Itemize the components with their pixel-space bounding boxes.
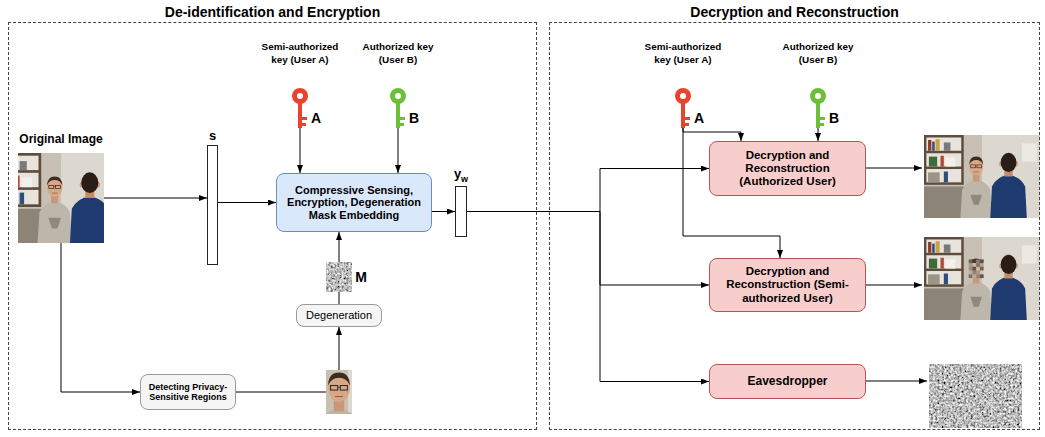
heading-wrap: s — [209, 128, 216, 143]
panel-region: Original Image s Semi-authorized key (User… — [8, 22, 537, 430]
original-photo — [0, 153, 124, 243]
output-arrow — [866, 381, 927, 382]
box-text-wrap: Compressive Sensing, Encryption, Degener… — [282, 184, 426, 222]
box-text-wrap: Degeneration — [302, 309, 376, 322]
output-arrow — [866, 285, 922, 286]
connector-arrow — [398, 128, 399, 173]
box-label: Decryption and Reconstruction (Semi-auth… — [726, 265, 849, 303]
connector-arrow — [818, 128, 819, 141]
edge-label: M — [354, 269, 368, 285]
node-label: Authorized key (User B) — [363, 41, 434, 65]
process-box: Degeneration — [296, 304, 382, 327]
edge-label-wrap: A — [693, 110, 705, 126]
connector-arrow — [467, 212, 709, 382]
output-arrow — [866, 168, 922, 169]
box-label: Detecting Privacy-Sensitive Regions — [149, 382, 228, 402]
node-label: Semi-authorized key (User A) — [645, 41, 722, 65]
key-icon — [810, 88, 826, 128]
node-label: Semi-authorized key (User A) — [262, 41, 339, 65]
box-label: Compressive Sensing, Encryption, Degener… — [287, 184, 421, 221]
connector-arrow — [61, 243, 140, 392]
connector-group — [61, 128, 818, 392]
connector-arrow — [467, 212, 709, 286]
box-text-wrap: Detecting Privacy-Sensitive Regions — [146, 382, 230, 403]
edge-label: A — [693, 110, 705, 126]
process-box: Decryption and Reconstruction (Semi-auth… — [709, 258, 866, 312]
connector-arrow — [104, 198, 207, 199]
vector-bar: yw — [455, 186, 467, 237]
key-icon — [675, 88, 691, 128]
heading-wrap: Decryption and Reconstruction — [690, 4, 898, 20]
edge-label-wrap: M — [354, 269, 368, 285]
key-caption-wrap: Semi-authorized key (User A) — [252, 40, 348, 66]
deidentified-photo — [924, 237, 1040, 320]
key-node: Authorized key (User B) — [770, 40, 866, 128]
key-node: Authorized key (User B) — [350, 40, 446, 128]
panel-title: De-identification and Encryption — [165, 4, 380, 20]
key-icon — [390, 88, 406, 128]
face-crop — [257, 339, 438, 437]
node-label: Original Image — [19, 132, 102, 146]
process-box: Decryption and Reconstruction (Authorize… — [709, 141, 866, 196]
edge-label: B — [408, 110, 420, 126]
connector-arrow — [467, 169, 709, 212]
edge-label-wrap: A — [310, 110, 322, 126]
node-label: s — [209, 128, 216, 143]
panel-region: Semi-authorized key (User A) Authorized k… — [549, 22, 1040, 430]
box-text-wrap: Decryption and Reconstruction (Authorize… — [715, 149, 860, 189]
box-label: Decryption and Reconstruction (Authorize… — [739, 149, 835, 187]
image-node: Original Image — [18, 132, 104, 243]
box-text-wrap: Decryption and Reconstruction (Semi-auth… — [715, 265, 860, 305]
process-box: Compressive Sensing, Encryption, Degener… — [276, 173, 432, 232]
key-caption-wrap: Authorized key (User B) — [350, 40, 446, 66]
connector-arrow — [432, 211, 455, 212]
edge-label-wrap: B — [828, 110, 840, 126]
edge-label-wrap: B — [408, 110, 420, 126]
box-label: Degeneration — [306, 309, 372, 321]
process-box: Detecting Privacy-Sensitive Regions — [140, 374, 236, 410]
box-label: Eavesdropper — [747, 374, 827, 388]
heading-wrap: De-identification and Encryption — [165, 4, 380, 20]
connector-arrow — [218, 202, 276, 203]
heading-wrap: Original Image — [19, 132, 102, 146]
panel-title: Decryption and Reconstruction — [690, 4, 898, 20]
box-text-wrap: Eavesdropper — [715, 375, 860, 389]
noise-image — [929, 364, 1022, 428]
edge-label: A — [310, 110, 322, 126]
vector-bar: s — [207, 145, 218, 265]
connector-arrow — [683, 128, 741, 141]
reconstructed-photo — [924, 135, 1040, 218]
heading-wrap: yw — [454, 166, 468, 184]
key-node: Semi-authorized key (User A) — [635, 40, 731, 128]
key-icon — [292, 88, 308, 128]
edge-label: B — [828, 110, 840, 126]
key-caption-wrap: Authorized key (User B) — [770, 40, 866, 66]
key-caption-wrap: Semi-authorized key (User A) — [635, 40, 731, 66]
node-label: w — [461, 174, 468, 184]
key-node: Semi-authorized key (User A) — [252, 40, 348, 128]
node-label: y — [454, 166, 461, 181]
mask-thumbnail — [326, 262, 352, 292]
connector-arrow — [236, 327, 339, 392]
node-label: Authorized key (User B) — [783, 41, 854, 65]
process-box: Eavesdropper — [709, 364, 866, 399]
connector-arrow — [300, 128, 301, 173]
